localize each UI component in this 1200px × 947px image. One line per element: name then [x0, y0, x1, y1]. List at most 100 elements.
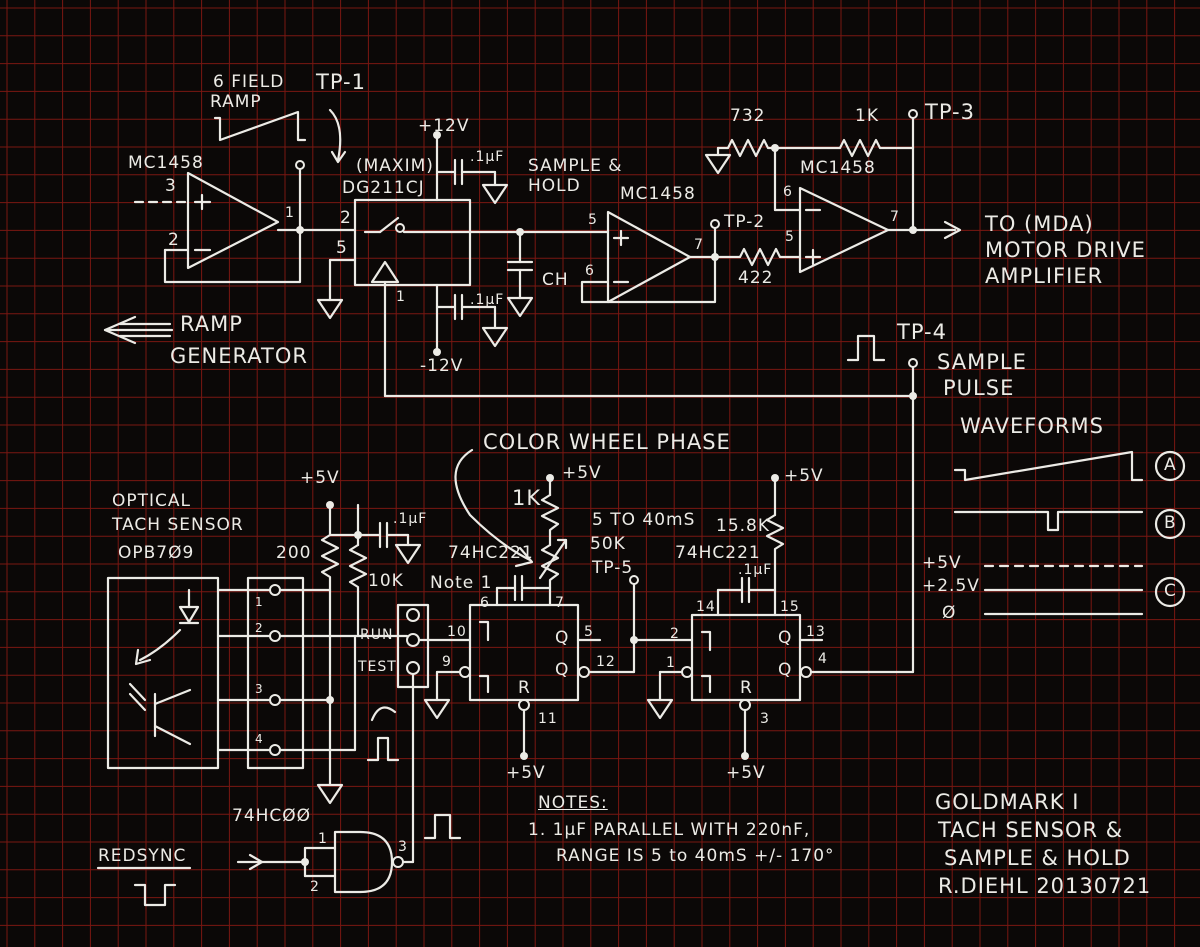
plus5v-b1-label: +5V — [506, 763, 546, 783]
r50k-label: 50K — [590, 534, 626, 554]
cap-left-label: .1µF — [393, 511, 428, 527]
waveform-c-5v: +5V — [922, 553, 962, 573]
plus12v-label: +12V — [418, 116, 470, 136]
hc221-a-label: 74HC221 — [448, 543, 534, 563]
tach-sensor-label: TACH SENSOR — [112, 515, 244, 535]
mono-b-pin1: 1 — [666, 655, 676, 671]
switch-pin1: 1 — [396, 289, 406, 305]
mono-b-pin2: 2 — [670, 626, 680, 642]
mono-a-pin12: 12 — [596, 654, 616, 670]
mono-b-pin3: 3 — [760, 711, 770, 727]
ramp-label: RAMP — [210, 92, 262, 112]
title-block-line-3: SAMPLE & HOLD — [944, 846, 1131, 870]
hold-capacitor — [506, 228, 534, 318]
opamp-a — [133, 160, 357, 284]
note1-label: Note 1 — [430, 573, 493, 593]
r200-label: 200 — [276, 543, 312, 563]
optical-label: OPTICAL — [112, 491, 192, 511]
sample-label: SAMPLE — [937, 350, 1027, 374]
cap-right-label: .1µF — [738, 562, 773, 578]
plus5v-left-label: +5V — [300, 468, 340, 488]
mono-b-reset: R — [740, 678, 753, 698]
mc1458-a-label: MC1458 — [128, 153, 204, 173]
mono-b-qbar: Q — [778, 660, 793, 680]
mono-a-pin9: 9 — [442, 654, 452, 670]
plus5v-right-label: +5V — [784, 466, 824, 486]
r10k-label: 10K — [368, 571, 404, 591]
mc1458-c-label: MC1458 — [800, 158, 876, 178]
mono-b-pin13: 13 — [806, 624, 826, 640]
r732-label: 732 — [730, 106, 766, 126]
notes-line-1: 1. 1µF PARALLEL WITH 220nF, — [528, 820, 811, 840]
r1k-label: 1K — [855, 106, 879, 126]
sample-hold-label-1: SAMPLE & — [528, 156, 623, 176]
opamp-b-pin5: 5 — [588, 212, 598, 228]
to-mda-label: TO (MDA) — [985, 212, 1094, 236]
title-block-line-2: TACH SENSOR & — [938, 818, 1124, 842]
nand-pin2: 2 — [310, 879, 320, 895]
nand-pin3: 3 — [398, 839, 408, 855]
mono-b-pin14: 14 — [696, 599, 716, 615]
nand-gate — [96, 813, 462, 907]
ramp-generator-label-2: GENERATOR — [170, 344, 308, 368]
amplifier-label: AMPLIFIER — [985, 264, 1104, 288]
connector-pin1: 1 — [255, 595, 264, 609]
tp4-label: TP-4 — [897, 320, 947, 344]
mono-a-q: Q — [555, 628, 570, 648]
r1k-mid-label: 1K — [512, 486, 542, 510]
motor-drive-label: MOTOR DRIVE — [985, 238, 1146, 262]
color-wheel-phase-arrow — [454, 448, 534, 568]
connector-pin3: 3 — [255, 682, 264, 696]
color-wheel-phase-label: COLOR WHEEL PHASE — [483, 430, 731, 454]
waveform-c-2v5: +2.5V — [922, 576, 980, 596]
mono-b-pin15: 15 — [780, 599, 800, 615]
opamp-b-pin7: 7 — [694, 237, 704, 253]
notes-line-2: RANGE IS 5 to 40mS +/- 170° — [556, 846, 835, 866]
monostable-b — [632, 474, 915, 760]
mono-b-q: Q — [778, 628, 793, 648]
connector-pin2: 2 — [255, 621, 264, 635]
cap-bottom-label: .1µF — [470, 292, 505, 308]
opamp-a-pin3: 3 — [165, 176, 177, 196]
title-block-line-4: R.DIEHL 20130721 — [938, 874, 1152, 898]
opamp-b-pin6: 6 — [585, 263, 595, 279]
ch-label: CH — [542, 270, 569, 290]
opamp-b — [518, 210, 732, 304]
run-label: RUN — [360, 627, 394, 643]
resistor-732 — [704, 138, 777, 175]
resistor-1k-feedback — [773, 138, 915, 158]
pulse-label: PULSE — [943, 376, 1015, 400]
waveform-panel — [953, 450, 1186, 616]
plus5v-mid-label: +5V — [562, 463, 602, 483]
opamp-a-pin2: 2 — [168, 230, 180, 250]
nand-pin1: 1 — [318, 831, 328, 847]
mono-a-pin7: 7 — [555, 595, 565, 611]
opamp-c-pin6: 6 — [783, 184, 793, 200]
dg211-label: DG211CJ — [342, 178, 425, 198]
hc00-label: 74HCØØ — [232, 806, 312, 826]
optical-tach-sensor — [106, 576, 220, 770]
mono-a-qbar: Q — [555, 660, 570, 680]
test-label: TEST — [358, 659, 397, 675]
hc221-b-label: 74HC221 — [675, 543, 761, 563]
ramp-waveform-sketch — [213, 108, 347, 164]
cap-top-label: .1µF — [470, 149, 505, 165]
waveforms-title: WAVEFORMS — [960, 414, 1104, 438]
sample-hold-label-2: HOLD — [528, 176, 581, 196]
waveform-c-0v: Ø — [942, 603, 957, 623]
range-label: 5 TO 40mS — [592, 510, 696, 530]
waveform-c-label: C — [1164, 581, 1177, 601]
mono-a-pin11: 11 — [538, 711, 558, 727]
tp2-label: TP-2 — [724, 212, 766, 232]
maxim-label: (MAXIM) — [356, 156, 434, 176]
mc1458-b-label: MC1458 — [620, 184, 696, 204]
tp1-label: TP-1 — [316, 70, 366, 94]
tp3-label: TP-3 — [925, 100, 975, 124]
opamp-c-pin5: 5 — [785, 229, 795, 245]
redsync-label: REDSYNC — [98, 846, 187, 866]
field-ramp-label: 6 FIELD — [213, 72, 285, 92]
title-block-line-1: GOLDMARK I — [935, 790, 1080, 814]
sensor-connector — [216, 576, 362, 770]
